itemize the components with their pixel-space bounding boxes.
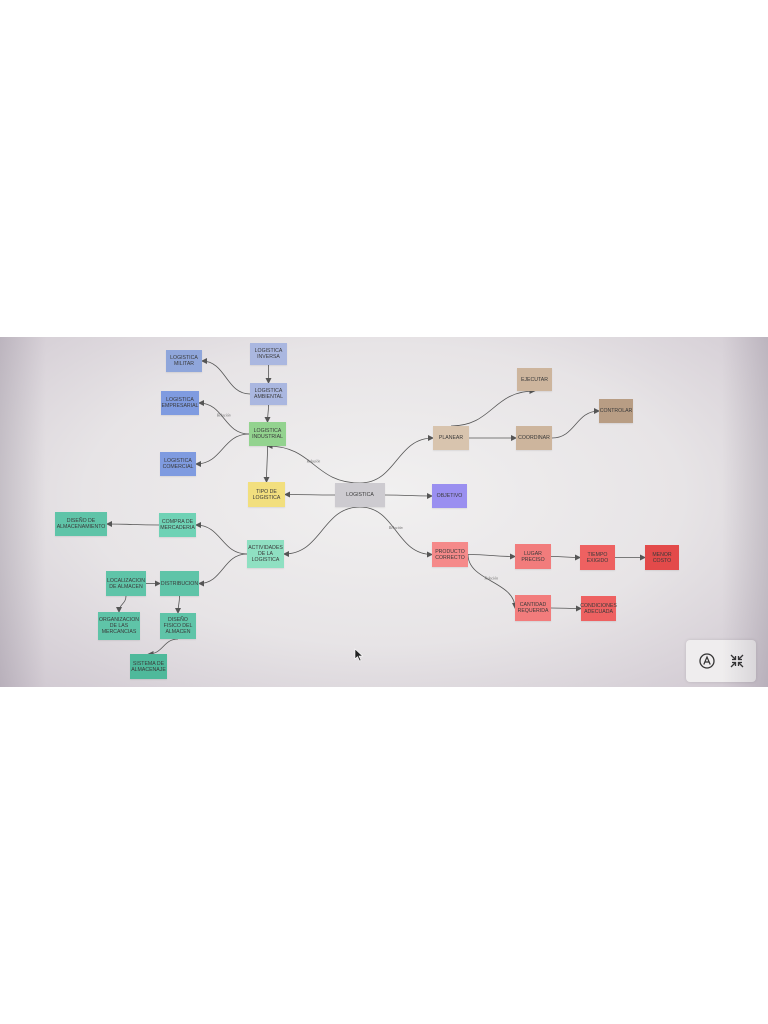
node-comercial[interactable]: LOGISTICA COMERCIAL <box>160 452 196 476</box>
connector-label: Relación <box>484 576 499 580</box>
node-cantidad[interactable]: CANTIDAD REQUERIDA <box>515 595 551 621</box>
connector-planear-ejecutar <box>450 388 536 427</box>
connector-coordinar-controlar <box>551 408 600 439</box>
connector-producto-lugar <box>467 553 516 560</box>
connector-industrial-empresarial <box>198 400 250 435</box>
connector-logistica-industrial <box>266 443 361 484</box>
node-industrial[interactable]: LOGISTICA INDUSTRIAL <box>249 422 286 446</box>
floating-toolbar <box>686 640 756 682</box>
node-ejecutar[interactable]: EJECUTAR <box>517 368 552 391</box>
connector-label: Relación <box>306 460 321 464</box>
node-sistema[interactable]: SISTEMA DE ALMACENAJE <box>130 654 167 679</box>
collapse-arrows-icon[interactable] <box>725 649 749 673</box>
connector-localizacion-organizacion <box>116 595 127 613</box>
node-coordinar[interactable]: COORDINAR <box>516 426 552 450</box>
node-producto[interactable]: PRODUCTO CORRECTO <box>432 542 468 567</box>
connector-industrial-comercial <box>195 433 250 467</box>
connector-lugar-tiempo <box>550 554 581 561</box>
connector-compra-diseno_alm <box>106 521 160 528</box>
connector-actividades-compra <box>195 522 248 555</box>
connector-diseno_fisico-sistema <box>147 638 179 657</box>
node-tiempo[interactable]: TIEMPO EXIGIDO <box>580 545 615 570</box>
node-compra[interactable]: COMPRA DE MERCADERIA <box>159 513 196 537</box>
node-logistica[interactable]: LOGISTICA <box>335 483 385 507</box>
connector-label: Relación <box>388 526 403 530</box>
connector-distribucion-diseno_fisico <box>175 595 182 614</box>
connector-ambiental-militar <box>201 358 251 395</box>
node-diseno-alm[interactable]: DISEÑO DE ALMACENAMIENTO <box>55 512 107 536</box>
connector-logistica-actividades <box>283 506 361 557</box>
node-planear[interactable]: PLANEAR <box>433 426 469 450</box>
connector-industrial-tipo <box>263 445 270 483</box>
node-ambiental[interactable]: LOGISTICA AMBIENTAL <box>250 383 287 405</box>
node-diseno-fisico[interactable]: DISEÑO FISICO DEL ALMACEN <box>160 613 196 639</box>
pen-circle-icon[interactable] <box>695 649 719 673</box>
node-empresarial[interactable]: LOGISTICA EMPRESARIAL <box>161 391 199 415</box>
mouse-cursor-icon <box>354 648 364 667</box>
node-condiciones[interactable]: CONDICIONES ADECUADA <box>580 596 617 621</box>
connector-logistica-tipo <box>284 491 336 498</box>
node-controlar[interactable]: CONTROLAR <box>599 399 633 423</box>
node-actividades[interactable]: ACTIVIDADES DE LA LOGISTICA <box>247 540 284 568</box>
connector-cantidad-condiciones <box>550 605 582 612</box>
node-organizacion[interactable]: ORGANIZACION DE LAS MERCANCIAS <box>98 612 140 640</box>
connector-ambiental-industrial <box>264 404 271 423</box>
node-inversa[interactable]: LOGISTICA INVERSA <box>250 343 287 365</box>
node-tipo[interactable]: TIPO DE LOGISTICA <box>248 482 285 507</box>
connector-logistica-planear <box>359 435 434 484</box>
node-localizacion[interactable]: LOCALIZACION DE ALMACEN <box>106 571 146 596</box>
node-menor[interactable]: MENOR COSTO <box>645 545 679 570</box>
connector-producto-cantidad <box>467 554 518 609</box>
node-lugar[interactable]: LUGAR PRECISO <box>515 544 551 569</box>
connector-logistica-producto <box>359 506 433 558</box>
connector-actividades-distribucion <box>198 553 248 587</box>
connector-logistica-objetivo <box>384 492 433 499</box>
node-distribucion[interactable]: DISTRIBUCION <box>160 571 199 596</box>
connector-label: Relación <box>216 414 231 418</box>
node-militar[interactable]: LOGISTICA MILITAR <box>166 350 202 372</box>
node-objetivo[interactable]: OBJETIVO <box>432 484 467 508</box>
